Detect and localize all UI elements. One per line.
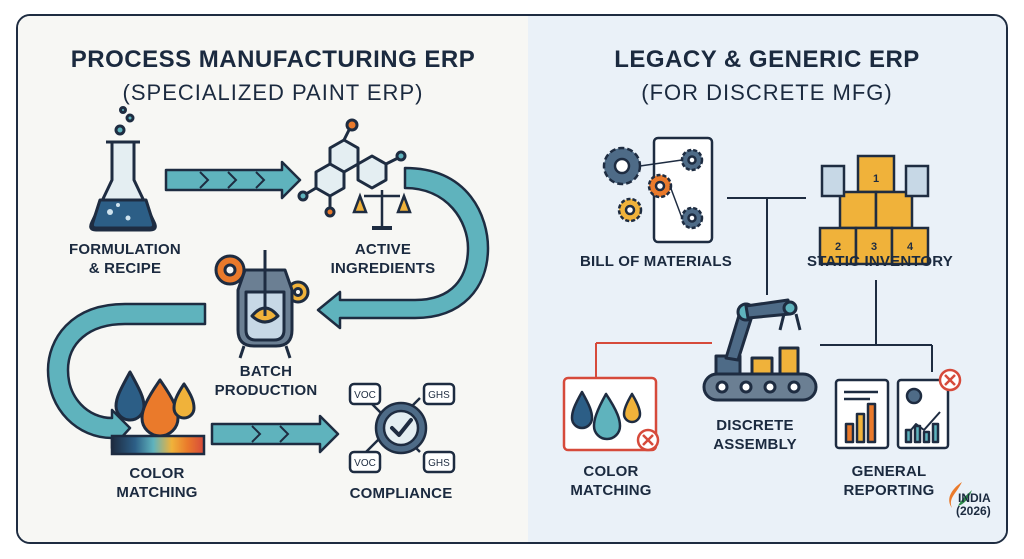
bom-icon — [602, 136, 714, 244]
inventory-label: STATIC INVENTORY — [807, 253, 953, 270]
arrow-formulation-to-ingredients — [164, 160, 302, 200]
left-title: PROCESS MANUFACTURING ERP — [70, 46, 476, 73]
ghs-tag: GHS — [428, 458, 450, 469]
inventory-boxes-icon — [818, 154, 930, 266]
compliance-label: COMPLIANCE — [349, 485, 453, 502]
assembly-label-line1: DISCRETE — [716, 417, 794, 434]
voc-tag: VOC — [354, 390, 376, 401]
connector-lines — [727, 197, 933, 372]
failed-connector — [595, 342, 712, 378]
ingredients-label-line2: INGREDIENTS — [330, 260, 436, 277]
badge-line2: (2026) — [956, 504, 991, 518]
robot-arm-icon — [702, 298, 818, 402]
scales-icon — [352, 190, 412, 230]
formulation-label-line2: & RECIPE — [88, 260, 162, 277]
arrow-ingredients-to-batch — [316, 166, 490, 330]
batch-label-line1: BATCH — [239, 363, 293, 380]
assembly-label-line2: ASSEMBLY — [713, 436, 797, 453]
formulation-label-line1: FORMULATION — [69, 241, 181, 258]
right-subtitle: (FOR DISCRETE MFG) — [641, 80, 893, 105]
color-spectrum-bar — [110, 434, 206, 456]
ingredients-label: ACTIVE INGREDIENTS — [318, 240, 448, 278]
batch-label-line2: PRODUCTION — [214, 382, 318, 399]
right-color-matching-label-line1: COLOR — [583, 463, 639, 480]
reporting-icon — [834, 378, 950, 450]
molecule-icon — [297, 118, 407, 218]
right-color-matching-label: COLOR MATCHING — [546, 462, 676, 500]
batch-label: BATCH PRODUCTION — [206, 362, 326, 400]
reporting-label: GENERAL REPORTING — [824, 462, 954, 500]
reporting-label-line1: GENERAL — [851, 463, 927, 480]
ingredients-label-line1: ACTIVE — [354, 241, 412, 258]
reporting-label-line2: REPORTING — [843, 482, 935, 499]
india-badge-flame-icon — [949, 482, 972, 508]
right-title: LEGACY & GENERIC ERP — [614, 46, 920, 73]
box-number-2: 2 — [835, 241, 841, 253]
compliance-icon — [348, 382, 456, 474]
arrow-color-to-compliance — [210, 414, 340, 454]
arrow-chevrons — [199, 171, 290, 443]
box-number-3: 3 — [871, 241, 877, 253]
color-matching-label: COLOR MATCHING — [92, 464, 222, 502]
x-mark-icon — [636, 428, 660, 452]
assembly-label: DISCRETE ASSEMBLY — [690, 416, 820, 454]
badge-line1: INDIA — [958, 491, 991, 505]
x-mark-icon — [938, 368, 962, 392]
color-matching-failed-box — [562, 376, 658, 452]
formulation-label: FORMULATION & RECIPE — [50, 240, 200, 278]
india-badge: INDIA (2026) — [942, 492, 1002, 518]
color-matching-label-line1: COLOR — [129, 465, 185, 482]
right-color-matching-label-line2: MATCHING — [570, 482, 652, 499]
box-number-4: 4 — [907, 241, 914, 253]
box-number-1: 1 — [873, 173, 879, 185]
bom-label: BILL OF MATERIALS — [579, 253, 732, 270]
voc-tag: VOC — [354, 458, 376, 469]
reactor-icon — [214, 250, 310, 359]
process-flow-arrows — [46, 160, 490, 454]
ghs-tag: GHS — [428, 390, 450, 401]
color-matching-label-line2: MATCHING — [116, 484, 198, 501]
paint-drops-icon — [114, 370, 196, 438]
left-subtitle: (SPECIALIZED PAINT ERP) — [122, 80, 424, 105]
flask-icon — [89, 106, 157, 232]
